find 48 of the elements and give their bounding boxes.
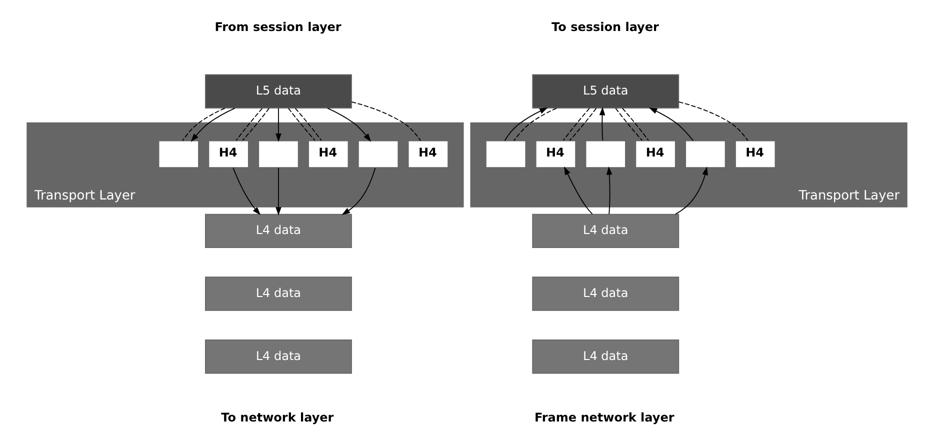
connector xyxy=(351,101,422,142)
connector xyxy=(615,108,643,141)
node-label: To network layer xyxy=(221,410,334,425)
node-box: H4 xyxy=(208,140,249,168)
arrow xyxy=(190,108,236,142)
node-box: L5 data xyxy=(205,74,352,108)
connector xyxy=(678,101,748,142)
arrow xyxy=(232,167,261,216)
arrow xyxy=(599,106,606,141)
arrow xyxy=(327,108,372,142)
node-label: Frame network layer xyxy=(534,410,674,425)
connector xyxy=(622,108,649,141)
node-label: From session layer xyxy=(214,20,342,34)
node-box: L4 data xyxy=(532,340,680,374)
arrow xyxy=(606,166,612,215)
arrow xyxy=(564,166,593,215)
arrow xyxy=(276,167,282,216)
arrow xyxy=(675,166,708,215)
node-box: L4 data xyxy=(532,276,680,311)
node-box xyxy=(158,140,199,168)
node-box: L5 data xyxy=(532,74,680,108)
node-box: L4 data xyxy=(205,340,352,374)
connector xyxy=(182,108,226,142)
node-box: L4 data xyxy=(532,214,680,248)
arrow xyxy=(648,108,694,142)
node-box: H4 xyxy=(735,140,776,168)
node-box xyxy=(685,140,726,168)
connector xyxy=(242,108,270,141)
connector xyxy=(236,108,263,141)
node-box: L4 data xyxy=(205,214,352,248)
node-box: H4 xyxy=(535,140,576,168)
arrow xyxy=(342,168,376,215)
connector xyxy=(288,108,316,141)
node-box xyxy=(258,140,299,168)
node-box: H4 xyxy=(308,140,349,168)
arrow xyxy=(504,108,548,142)
node-label: To session layer xyxy=(552,20,659,34)
connector xyxy=(294,108,322,141)
connector xyxy=(569,108,597,141)
node-box xyxy=(358,140,399,168)
connector xyxy=(562,108,590,141)
node-box xyxy=(585,140,626,168)
node-box: H4 xyxy=(408,140,449,168)
node-box: H4 xyxy=(635,140,676,168)
arrow xyxy=(276,108,282,142)
node-box: L4 data xyxy=(205,276,352,311)
node-box xyxy=(485,140,526,168)
connector xyxy=(513,108,558,142)
